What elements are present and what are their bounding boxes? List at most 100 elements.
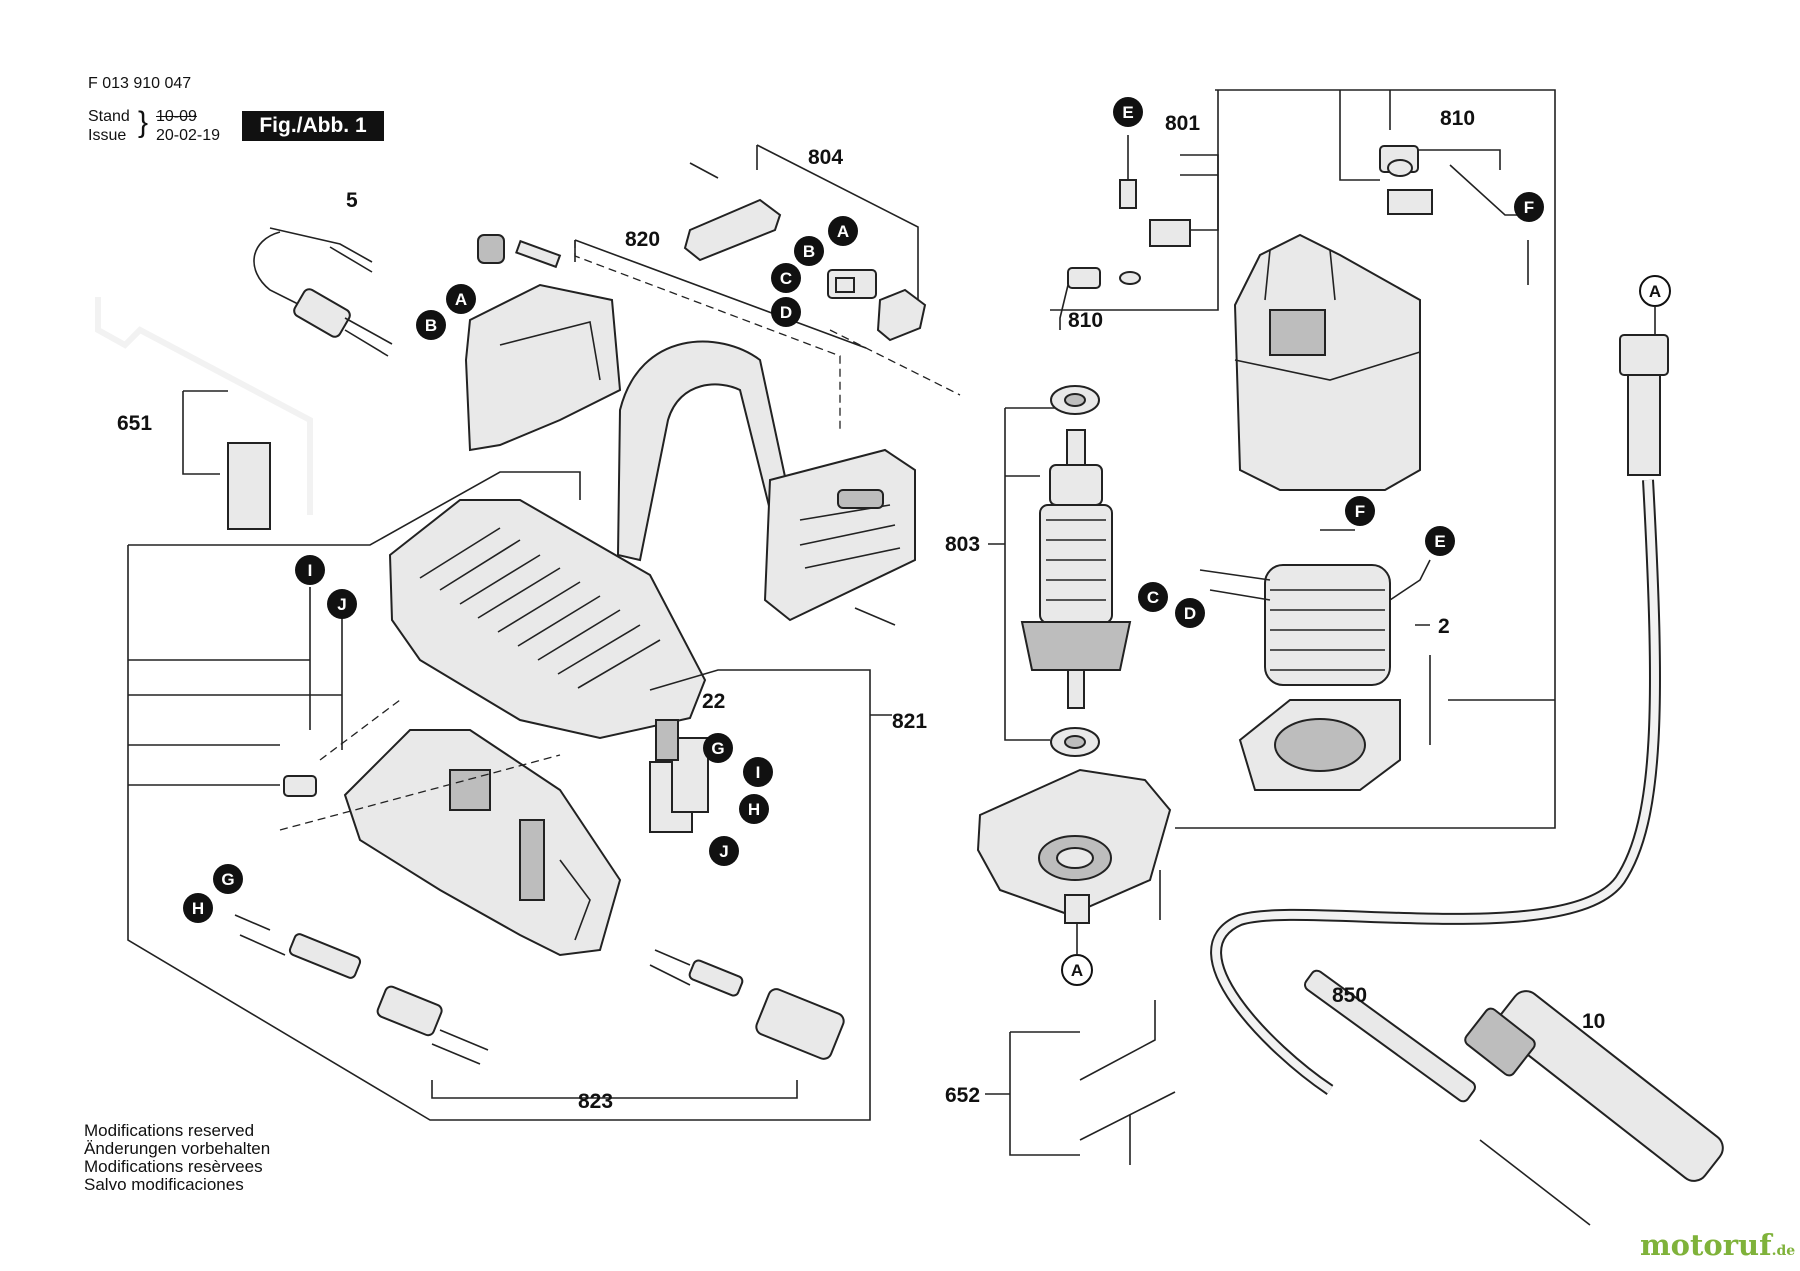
footer-line-es: Salvo modificaciones (84, 1175, 244, 1194)
part-label-22: 22 (702, 690, 725, 713)
svg-text:G: G (221, 870, 234, 889)
leader-810 (1339, 90, 1531, 216)
svg-text:A: A (1071, 961, 1083, 980)
callout-J-pedal: J (327, 589, 357, 619)
hook-rod-651 (95, 297, 313, 530)
callout-G-switch22: G (703, 733, 733, 763)
svg-text:D: D (1184, 604, 1196, 623)
callout-F-top: F (1514, 192, 1544, 222)
part-label-2: 2 (1438, 615, 1450, 638)
callout-E-top: E (1113, 97, 1143, 127)
svg-text:C: C (780, 269, 792, 288)
svg-text:H: H (192, 899, 204, 918)
svg-text:J: J (337, 595, 346, 614)
svg-text:B: B (803, 242, 815, 261)
pedal-cords (234, 914, 845, 1065)
svg-text:D: D (780, 303, 792, 322)
footer-line-de: Änderungen vorbehalten (84, 1139, 271, 1158)
svg-text:B: B (425, 316, 437, 335)
svg-text:F: F (1355, 502, 1365, 521)
armature-803 (1020, 385, 1132, 757)
switch-804 (683, 162, 927, 342)
gear-housing (976, 768, 1172, 924)
watermark-logo: motoruf.de (1640, 1228, 1796, 1262)
part-label-804: 804 (808, 146, 843, 169)
leader-652 (985, 1031, 1080, 1156)
cover-820 (464, 234, 916, 626)
footer-notes: Modifications reserved Änderungen vorbeh… (84, 1122, 270, 1194)
callout-B-switch: B (794, 236, 824, 266)
brush-holder-801 (1059, 135, 1191, 330)
callout-C-coil: C (1138, 582, 1168, 612)
figure-label: Fig./Abb. 1 (242, 111, 384, 141)
part-label-820: 820 (625, 228, 660, 251)
svg-text:A: A (837, 222, 849, 241)
callout-B-cord: B (416, 310, 446, 340)
svg-text:H: H (748, 800, 760, 819)
leader-2 (1415, 624, 1555, 701)
leader-803 (1004, 407, 1055, 741)
pedal-dash (279, 699, 561, 831)
callout-I-pedal: I (295, 555, 325, 585)
svg-text:A: A (455, 290, 467, 309)
footer-line-en: Modifications reserved (84, 1121, 255, 1140)
part-label-652: 652 (945, 1084, 980, 1107)
part-label-801: 801 (1165, 112, 1200, 135)
callout-D-coil: D (1175, 598, 1205, 628)
callout-H-cord: H (183, 893, 213, 923)
document-number: F 013 910 047 (88, 75, 192, 92)
part-label-850: 850 (1332, 984, 1367, 1007)
brush-holder-810 (1379, 145, 1529, 285)
stand-label: Stand (88, 108, 130, 125)
frame-821-ties (128, 659, 342, 786)
leader-823 (431, 1080, 798, 1099)
flex-shaft-850 (1210, 334, 1669, 1226)
part-label-5: 5 (346, 189, 358, 212)
power-cord-5 (253, 227, 393, 357)
callout-E-coil: E (1425, 526, 1455, 556)
part-label-10: 10 (1582, 1010, 1605, 1033)
callout-A-shaft: A (1639, 275, 1671, 307)
svg-text:I: I (308, 561, 313, 580)
leader-801 (1180, 154, 1219, 231)
leader-804-dash (829, 329, 961, 396)
part-label-810-top: 810 (1440, 107, 1475, 130)
svg-text:G: G (711, 739, 724, 758)
motor-housing (1233, 233, 1421, 491)
part-label-803: 803 (945, 533, 980, 556)
callout-A-housing: A (1061, 954, 1093, 986)
svg-text:E: E (1434, 532, 1445, 551)
leader-804 (756, 144, 919, 300)
callout-I-switch22: I (743, 757, 773, 787)
callout-F-coil: F (1345, 496, 1375, 526)
callout-G-cord: G (213, 864, 243, 894)
svg-text:I: I (756, 763, 761, 782)
callout-H-switch22: H (739, 794, 769, 824)
svg-text:C: C (1147, 588, 1159, 607)
part-label-810-left: 810 (1068, 309, 1103, 332)
field-coil-2 (1199, 529, 1431, 791)
part-label-823: 823 (578, 1090, 613, 1113)
pedal-base (343, 729, 622, 957)
brace: } (138, 106, 149, 139)
screw-pins-I-J (283, 587, 343, 797)
micro-switch-22 (649, 719, 709, 833)
issue-date: 20-02-19 (156, 127, 221, 144)
callout-D-switch: D (771, 297, 801, 327)
leader-820 (574, 239, 867, 349)
frame-821-top (128, 471, 581, 546)
frame-821 (127, 545, 871, 1121)
svg-text:J: J (719, 842, 728, 861)
stand-date: 10-09 (156, 108, 197, 125)
part-label-651: 651 (117, 412, 152, 435)
tools-652 (1079, 1000, 1176, 1165)
pedal-top (388, 499, 707, 740)
callout-A-cord: A (446, 284, 476, 314)
svg-text:A: A (1649, 282, 1661, 301)
svg-text:E: E (1122, 103, 1133, 122)
part-label-821: 821 (892, 710, 927, 733)
footer-line-fr: Modifications resèrvees (84, 1157, 263, 1176)
callout-J-switch22: J (709, 836, 739, 866)
handpiece-10 (1464, 990, 1724, 1182)
